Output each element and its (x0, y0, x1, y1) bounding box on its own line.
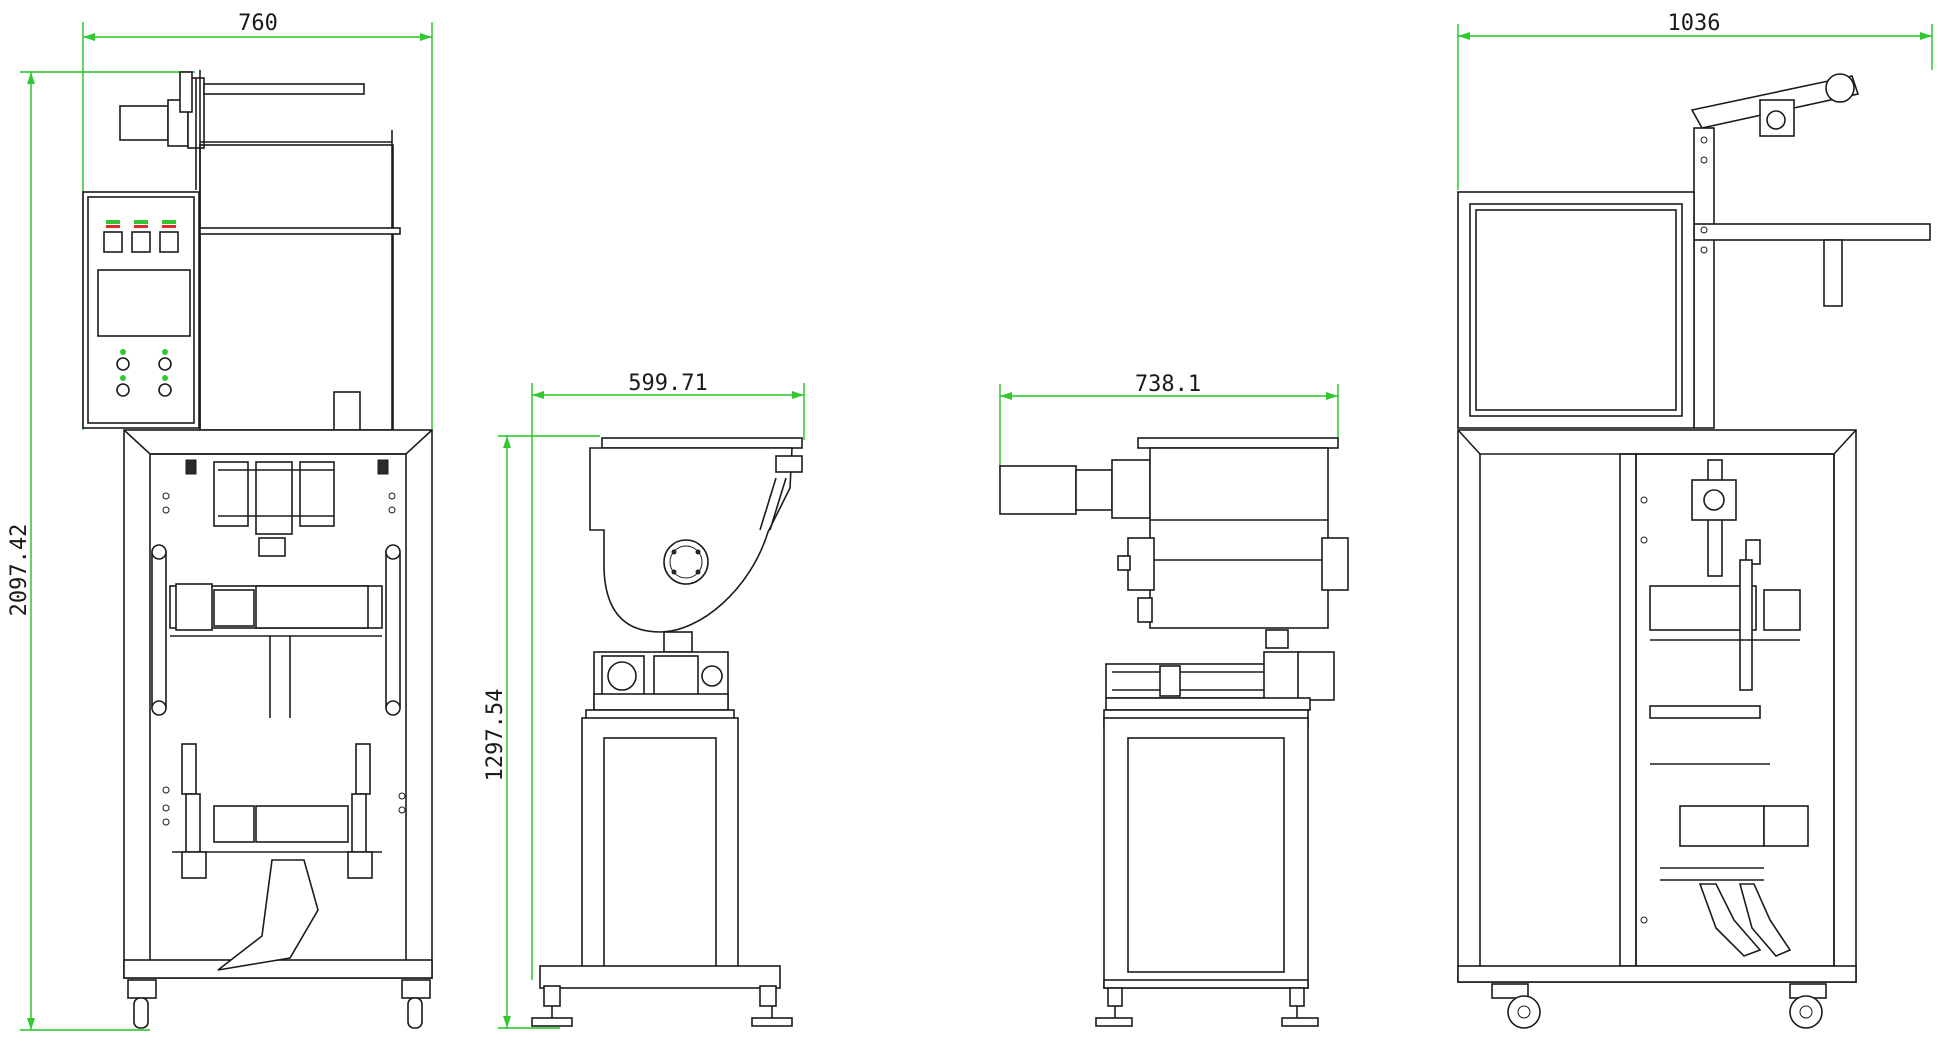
filler-front-stand (1095, 709, 1319, 1027)
filler-side-width-dimension: 599.71 (531, 371, 805, 980)
side-width-dimension: 1036 (1457, 11, 1933, 190)
panel-button-2 (158, 357, 172, 371)
temp-controller-3 (159, 231, 179, 253)
upper-frame (199, 130, 401, 431)
front-height-label: 2097.42 (7, 524, 32, 617)
front-height-dimension: 2097.42 (7, 71, 195, 1031)
filler-front-hopper (1117, 437, 1349, 649)
side-casters (1491, 983, 1827, 1029)
main-cabinet (123, 429, 433, 979)
front-width-label: 760 (238, 11, 278, 36)
filler-side-view: 599.71 1297.54 (483, 371, 805, 1029)
indicator-green-1 (106, 220, 120, 224)
filler-front-view: 738.1 (999, 372, 1349, 1027)
film-arm (1690, 73, 1931, 429)
panel-button-4 (158, 383, 172, 397)
filler-stand (531, 709, 793, 1027)
front-view: 760 2097.42 (7, 11, 433, 1031)
side-control-box (1457, 191, 1695, 429)
filler-front-width-label: 738.1 (1135, 372, 1201, 397)
side-cabinet (1457, 429, 1857, 983)
control-panel (82, 191, 200, 429)
filler-side-width-label: 599.71 (628, 371, 707, 396)
temp-controller-2 (131, 231, 151, 253)
temp-controller-1 (103, 231, 123, 253)
filler-side-height-dimension: 1297.54 (483, 435, 600, 1029)
filler-drive (593, 631, 729, 711)
panel-button-3 (116, 383, 130, 397)
filler-front-motor (999, 459, 1151, 519)
touch-screen (97, 269, 191, 337)
side-width-label: 1036 (1668, 11, 1721, 36)
filler-front-drive (1105, 651, 1335, 711)
filler-hopper (589, 437, 803, 633)
filler-side-height-label: 1297.54 (483, 689, 508, 782)
film-roll-holder (119, 70, 365, 430)
panel-button-1 (116, 357, 130, 371)
hopper-inspection-port (663, 539, 709, 585)
filler-front-width-dimension: 738.1 (999, 372, 1339, 470)
side-view: 1036 (1457, 11, 1933, 1029)
front-casters (127, 979, 431, 1029)
